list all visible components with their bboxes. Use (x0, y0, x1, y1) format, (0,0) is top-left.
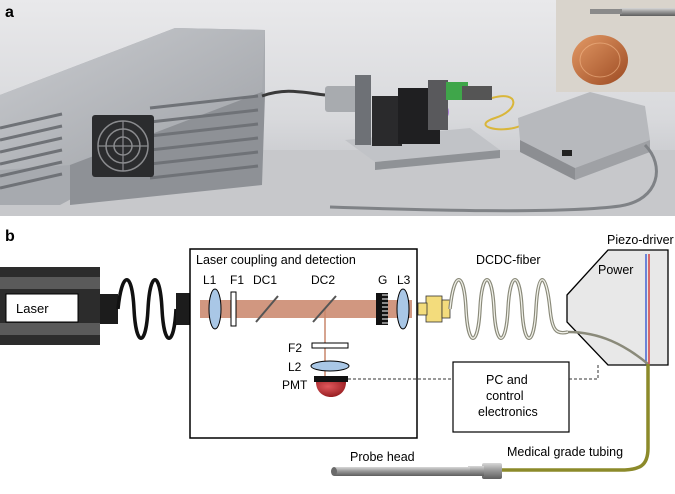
medical-tubing (500, 364, 650, 472)
label-dc2: DC2 (311, 273, 335, 287)
label-pc-line1: PC and (486, 373, 528, 387)
panel-a-label: a (5, 4, 14, 21)
fiber-connector (417, 295, 451, 323)
pmt-detector (314, 376, 348, 397)
lens-l1 (208, 288, 222, 330)
filter-f2 (311, 342, 349, 349)
pc-control-box (452, 361, 570, 433)
label-l3: L3 (397, 273, 411, 287)
lens-l2 (310, 360, 350, 372)
dichroic-dc1 (255, 295, 279, 323)
label-f2: F2 (288, 341, 302, 355)
laser-block: Laser (0, 267, 118, 345)
lens-l3 (396, 288, 410, 330)
piezo-driver-photo (518, 92, 650, 180)
laser-unit-photo (0, 28, 265, 205)
label-probe-head: Probe head (350, 450, 415, 464)
filter-f1 (230, 291, 237, 327)
label-pc-line2: control (486, 389, 524, 403)
laser-fiber-coil (116, 278, 178, 340)
label-g: G (378, 273, 387, 287)
optical-bench-photo (325, 75, 500, 170)
laser-beam (200, 300, 412, 318)
label-l2: L2 (288, 360, 302, 374)
fiber-to-driver (567, 330, 649, 365)
piezo-driver-box (566, 249, 669, 366)
label-power: Power (598, 263, 633, 277)
label-l1: L1 (203, 273, 217, 287)
coupling-detection-box (189, 248, 418, 439)
box-title: Laser coupling and detection (196, 253, 356, 267)
photo-panel: a (0, 0, 675, 216)
panel-b-label: b (5, 228, 15, 245)
label-pmt: PMT (282, 378, 308, 392)
pc-to-driver-link (569, 365, 599, 380)
probe-head (331, 463, 502, 479)
inset-photo (556, 0, 675, 92)
dichroic-dc2 (312, 295, 337, 323)
schematic-panel: b Laser Laser coupling and detection L1 … (0, 228, 674, 479)
label-f1: F1 (230, 273, 244, 287)
grating-g (376, 293, 388, 325)
laser-label: Laser (16, 301, 49, 316)
label-dc1: DC1 (253, 273, 277, 287)
label-tubing: Medical grade tubing (507, 445, 623, 459)
label-pc-line3: electronics (478, 405, 538, 419)
label-dcdc-fiber: DCDC-fiber (476, 253, 541, 267)
label-piezo-driver: Piezo-driver (607, 233, 674, 247)
